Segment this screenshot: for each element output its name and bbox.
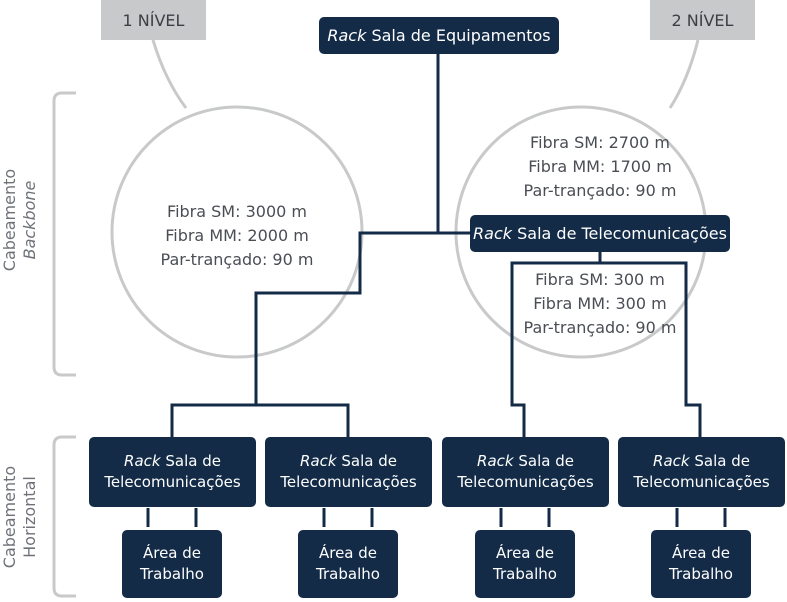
level2-label: 2 NÍVEL (650, 0, 755, 40)
level1-connector (151, 39, 188, 109)
backbone-right-bottom-specs: Fibra SM: 300 m Fibra MM: 300 m Par-tran… (523, 270, 677, 337)
backbone-left-specs: Fibra SM: 3000 m Fibra MM: 2000 m Par-tr… (160, 202, 314, 269)
level2-connector (668, 39, 700, 109)
horizontal-bracket (52, 435, 76, 598)
backbone-bracket (52, 91, 76, 377)
equipment-room-rack[interactable]: Rack Sala de Equipamentos (319, 17, 559, 54)
telecom-room-rack-backbone[interactable]: Rack Sala de Telecomunicações (470, 215, 730, 252)
backbone-right-top-specs: Fibra SM: 2700 m Fibra MM: 1700 m Par-tr… (523, 133, 677, 200)
connectors (146, 54, 727, 527)
level1-label: 1 NÍVEL (101, 0, 206, 40)
horizontal-side-label: Cabeamento Horizontal (0, 465, 39, 569)
backbone-side-label: Cabeamento Backbone (0, 168, 39, 272)
